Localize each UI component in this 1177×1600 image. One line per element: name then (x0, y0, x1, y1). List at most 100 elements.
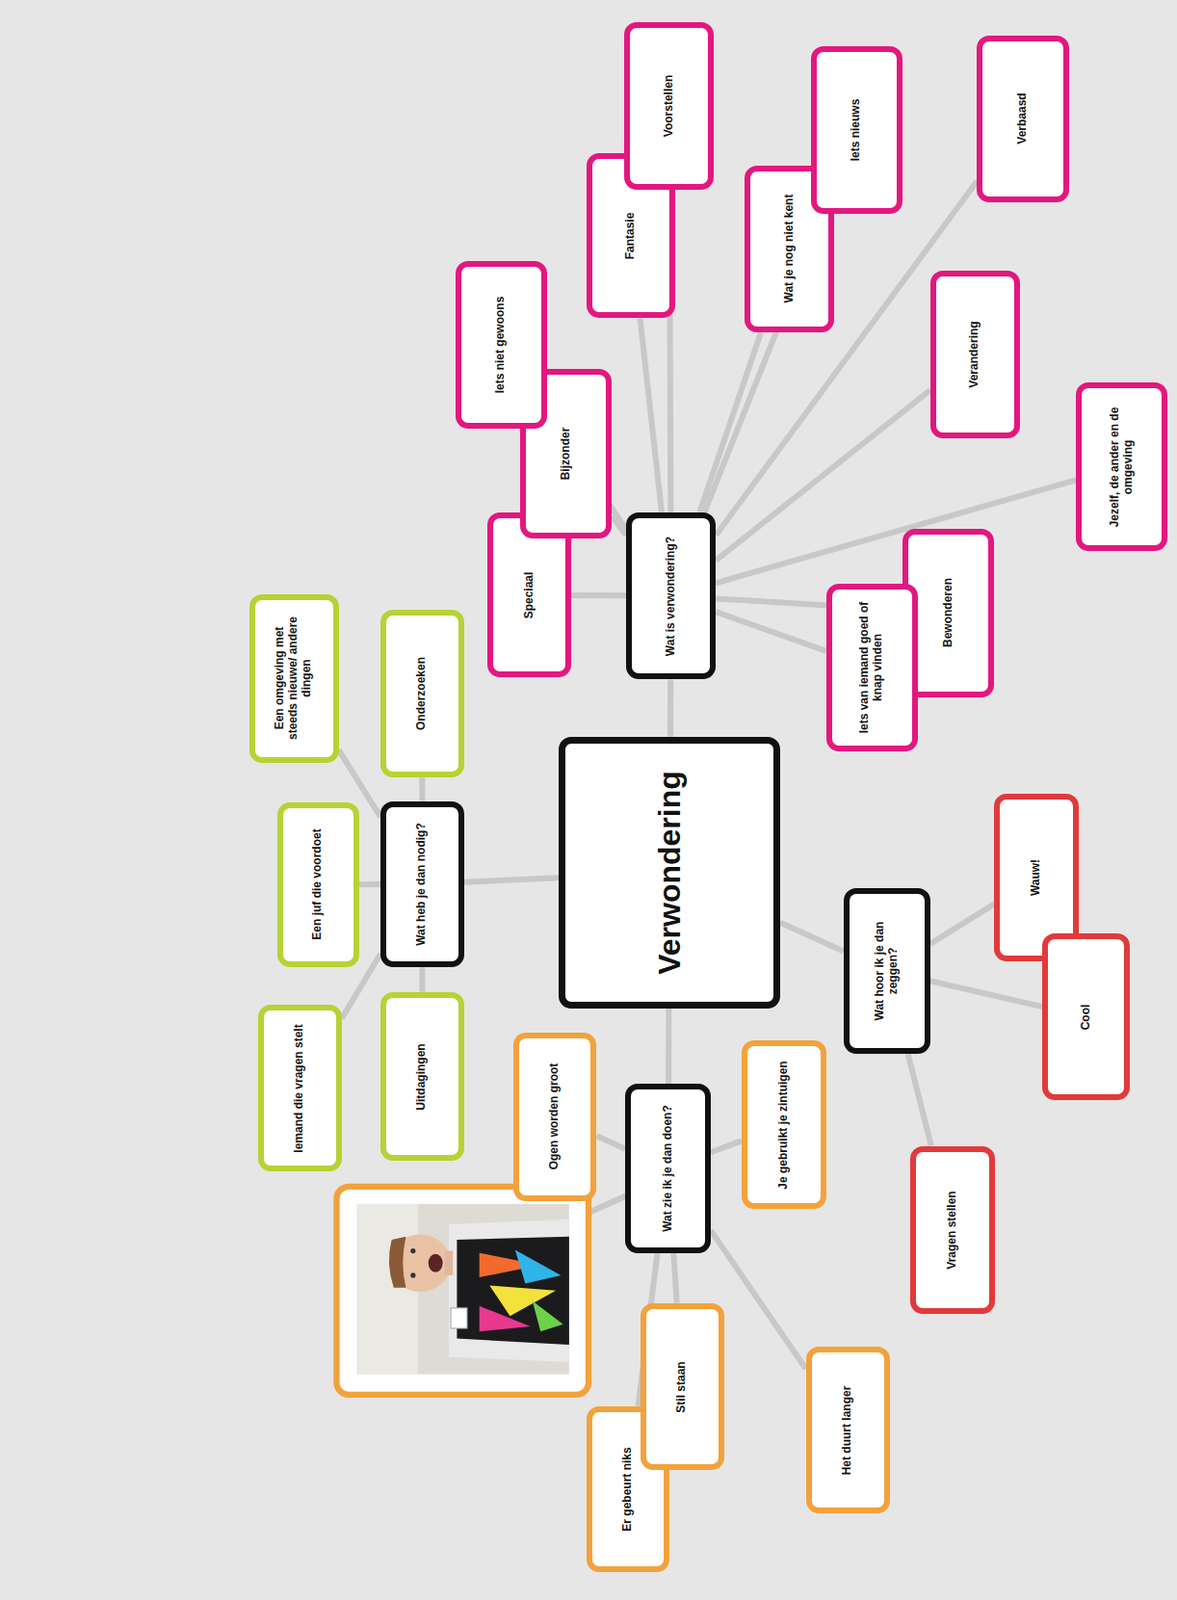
box-label: Uitdagingen (415, 1008, 429, 1146)
text-holder: Ogen worden groot (548, 1048, 562, 1185)
box-label: Een omgeving met steeds nieuwe/ andere d… (274, 610, 314, 748)
box-label: Wat heb je dan nodig? (415, 817, 429, 952)
box-label: Wat zie ik je dan doen? (661, 1099, 676, 1237)
connector-line (359, 881, 381, 888)
text-holder: Wat heb je dan nodig? (415, 817, 429, 952)
box-label: Wat is verwondering? (664, 528, 679, 664)
box-label: Voorstellen (662, 38, 677, 174)
box-label: Wauw! (1029, 810, 1044, 945)
text-holder: Een omgeving met steeds nieuwe/ andere d… (274, 610, 314, 748)
question-box: Wat hoor ik je dan zeggen? (843, 888, 931, 1055)
text-holder: Iemand die vragen stelt (292, 1020, 307, 1155)
connector-line (640, 317, 663, 512)
connector-line (418, 777, 425, 801)
box-label: Bijzonder (559, 385, 574, 523)
box-label: Verandering (967, 287, 982, 423)
box-label: Iets van iemand goed of knap vinden (859, 600, 887, 735)
answer-box: Verandering (930, 270, 1021, 440)
question-box: Wat heb je dan nodig? (380, 801, 465, 968)
box-label: Verbaasd (1016, 52, 1030, 186)
text-holder: Bewonderen (941, 545, 956, 681)
connector-line (780, 922, 844, 952)
text-holder: Jezelf, de ander en de omgeving (1108, 398, 1136, 535)
box-label: Het duurt langer (841, 1362, 856, 1497)
answer-box: Ogen worden groot (513, 1032, 598, 1202)
connector-line (596, 1135, 626, 1149)
box-label: Iets niet gewoons (495, 277, 509, 413)
photo-link-line (585, 1195, 627, 1214)
answer-box: Een omgeving met steeds nieuwe/ andere d… (249, 594, 339, 764)
answer-box: Jezelf, de ander en de omgeving (1075, 382, 1168, 551)
photo-mouth (428, 1254, 444, 1273)
connector-line (908, 1053, 932, 1146)
text-holder: Verwondering (652, 754, 688, 992)
text-holder: Een juf die voordoet (311, 818, 325, 952)
answer-box: Iets nieuws (810, 46, 903, 215)
central-title: Verwondering (652, 754, 688, 992)
photo-frame (336, 1186, 589, 1395)
box-label: Wat je nog niet kent (783, 182, 797, 317)
connector-line (673, 1253, 677, 1304)
text-holder: Iets van iemand goed of knap vinden (859, 600, 887, 735)
text-holder: Wat is verwondering? (664, 528, 679, 664)
text-holder: Uitdagingen (415, 1008, 429, 1146)
photo-neck (444, 1251, 453, 1276)
text-holder: Wauw! (1029, 810, 1044, 945)
text-holder: Bijzonder (559, 385, 574, 523)
connector-line (715, 611, 826, 652)
answer-box: Uitdagingen (380, 992, 465, 1162)
answer-box: Verbaasd (976, 35, 1069, 203)
text-holder: Speciaal (523, 528, 537, 662)
photo-name-tag (450, 1307, 468, 1329)
connector-line (464, 877, 559, 883)
answer-box: Voorstellen (624, 22, 714, 190)
answer-box: Een juf die voordoet (277, 802, 360, 968)
box-label: Onderzoeken (415, 626, 429, 761)
box-label: Bewonderen (941, 545, 956, 681)
photo-jacket (448, 1219, 570, 1362)
box-label: Je gebruikt je zintuigen (777, 1056, 791, 1193)
box-label: Stil staan (676, 1319, 690, 1455)
text-holder: Iets nieuws (850, 62, 864, 199)
connector-line (665, 1008, 672, 1084)
text-holder: Iets niet gewoons (495, 277, 509, 413)
box-label: Cool (1079, 949, 1094, 1084)
text-holder: Je gebruikt je zintuigen (777, 1056, 791, 1193)
question-box: Wat is verwondering? (626, 512, 716, 681)
question-box: Wat zie ik je dan doen? (625, 1083, 711, 1254)
text-holder: Wat zie ik je dan doen? (661, 1099, 676, 1237)
text-holder: Het duurt langer (841, 1362, 856, 1497)
central-topic-box: Verwondering (558, 736, 781, 1009)
answer-box: Onderzoeken (380, 609, 465, 778)
photo-shirt-print (515, 1249, 562, 1283)
text-holder: Voorstellen (662, 38, 677, 174)
photo-face (390, 1234, 452, 1292)
photo-shirt-print (532, 1300, 564, 1332)
text-holder: Wat hoor ik je dan zeggen? (873, 904, 901, 1039)
text-holder: Cool (1079, 949, 1094, 1084)
box-label: Jezelf, de ander en de omgeving (1108, 398, 1136, 535)
answer-box: Iets niet gewoons (455, 261, 547, 429)
connector-line (715, 479, 1076, 583)
box-label: Iets nieuws (850, 62, 864, 199)
text-holder: Verbaasd (1016, 52, 1030, 186)
connector-line (710, 1230, 807, 1369)
photo-shirt (456, 1236, 569, 1345)
box-label: Speciaal (523, 528, 537, 662)
answer-box: Iets van iemand goed of knap vinden (826, 583, 918, 752)
answer-box: Stil staan (640, 1303, 725, 1471)
photo-eye (410, 1272, 416, 1278)
photo-hair (389, 1236, 407, 1288)
text-holder: Verandering (967, 287, 982, 423)
connector-line (710, 1140, 742, 1152)
connector-line (571, 592, 627, 599)
text-holder: Onderzoeken (415, 626, 429, 761)
connector-line (930, 903, 995, 944)
text-holder: Vragen stellen (945, 1162, 960, 1299)
connector-line (667, 679, 674, 736)
box-label: Een juf die voordoet (311, 818, 325, 952)
text-holder: Wat je nog niet kent (783, 182, 797, 317)
text-holder: Stil staan (676, 1319, 690, 1455)
answer-box: Iemand die vragen stelt (258, 1004, 342, 1172)
